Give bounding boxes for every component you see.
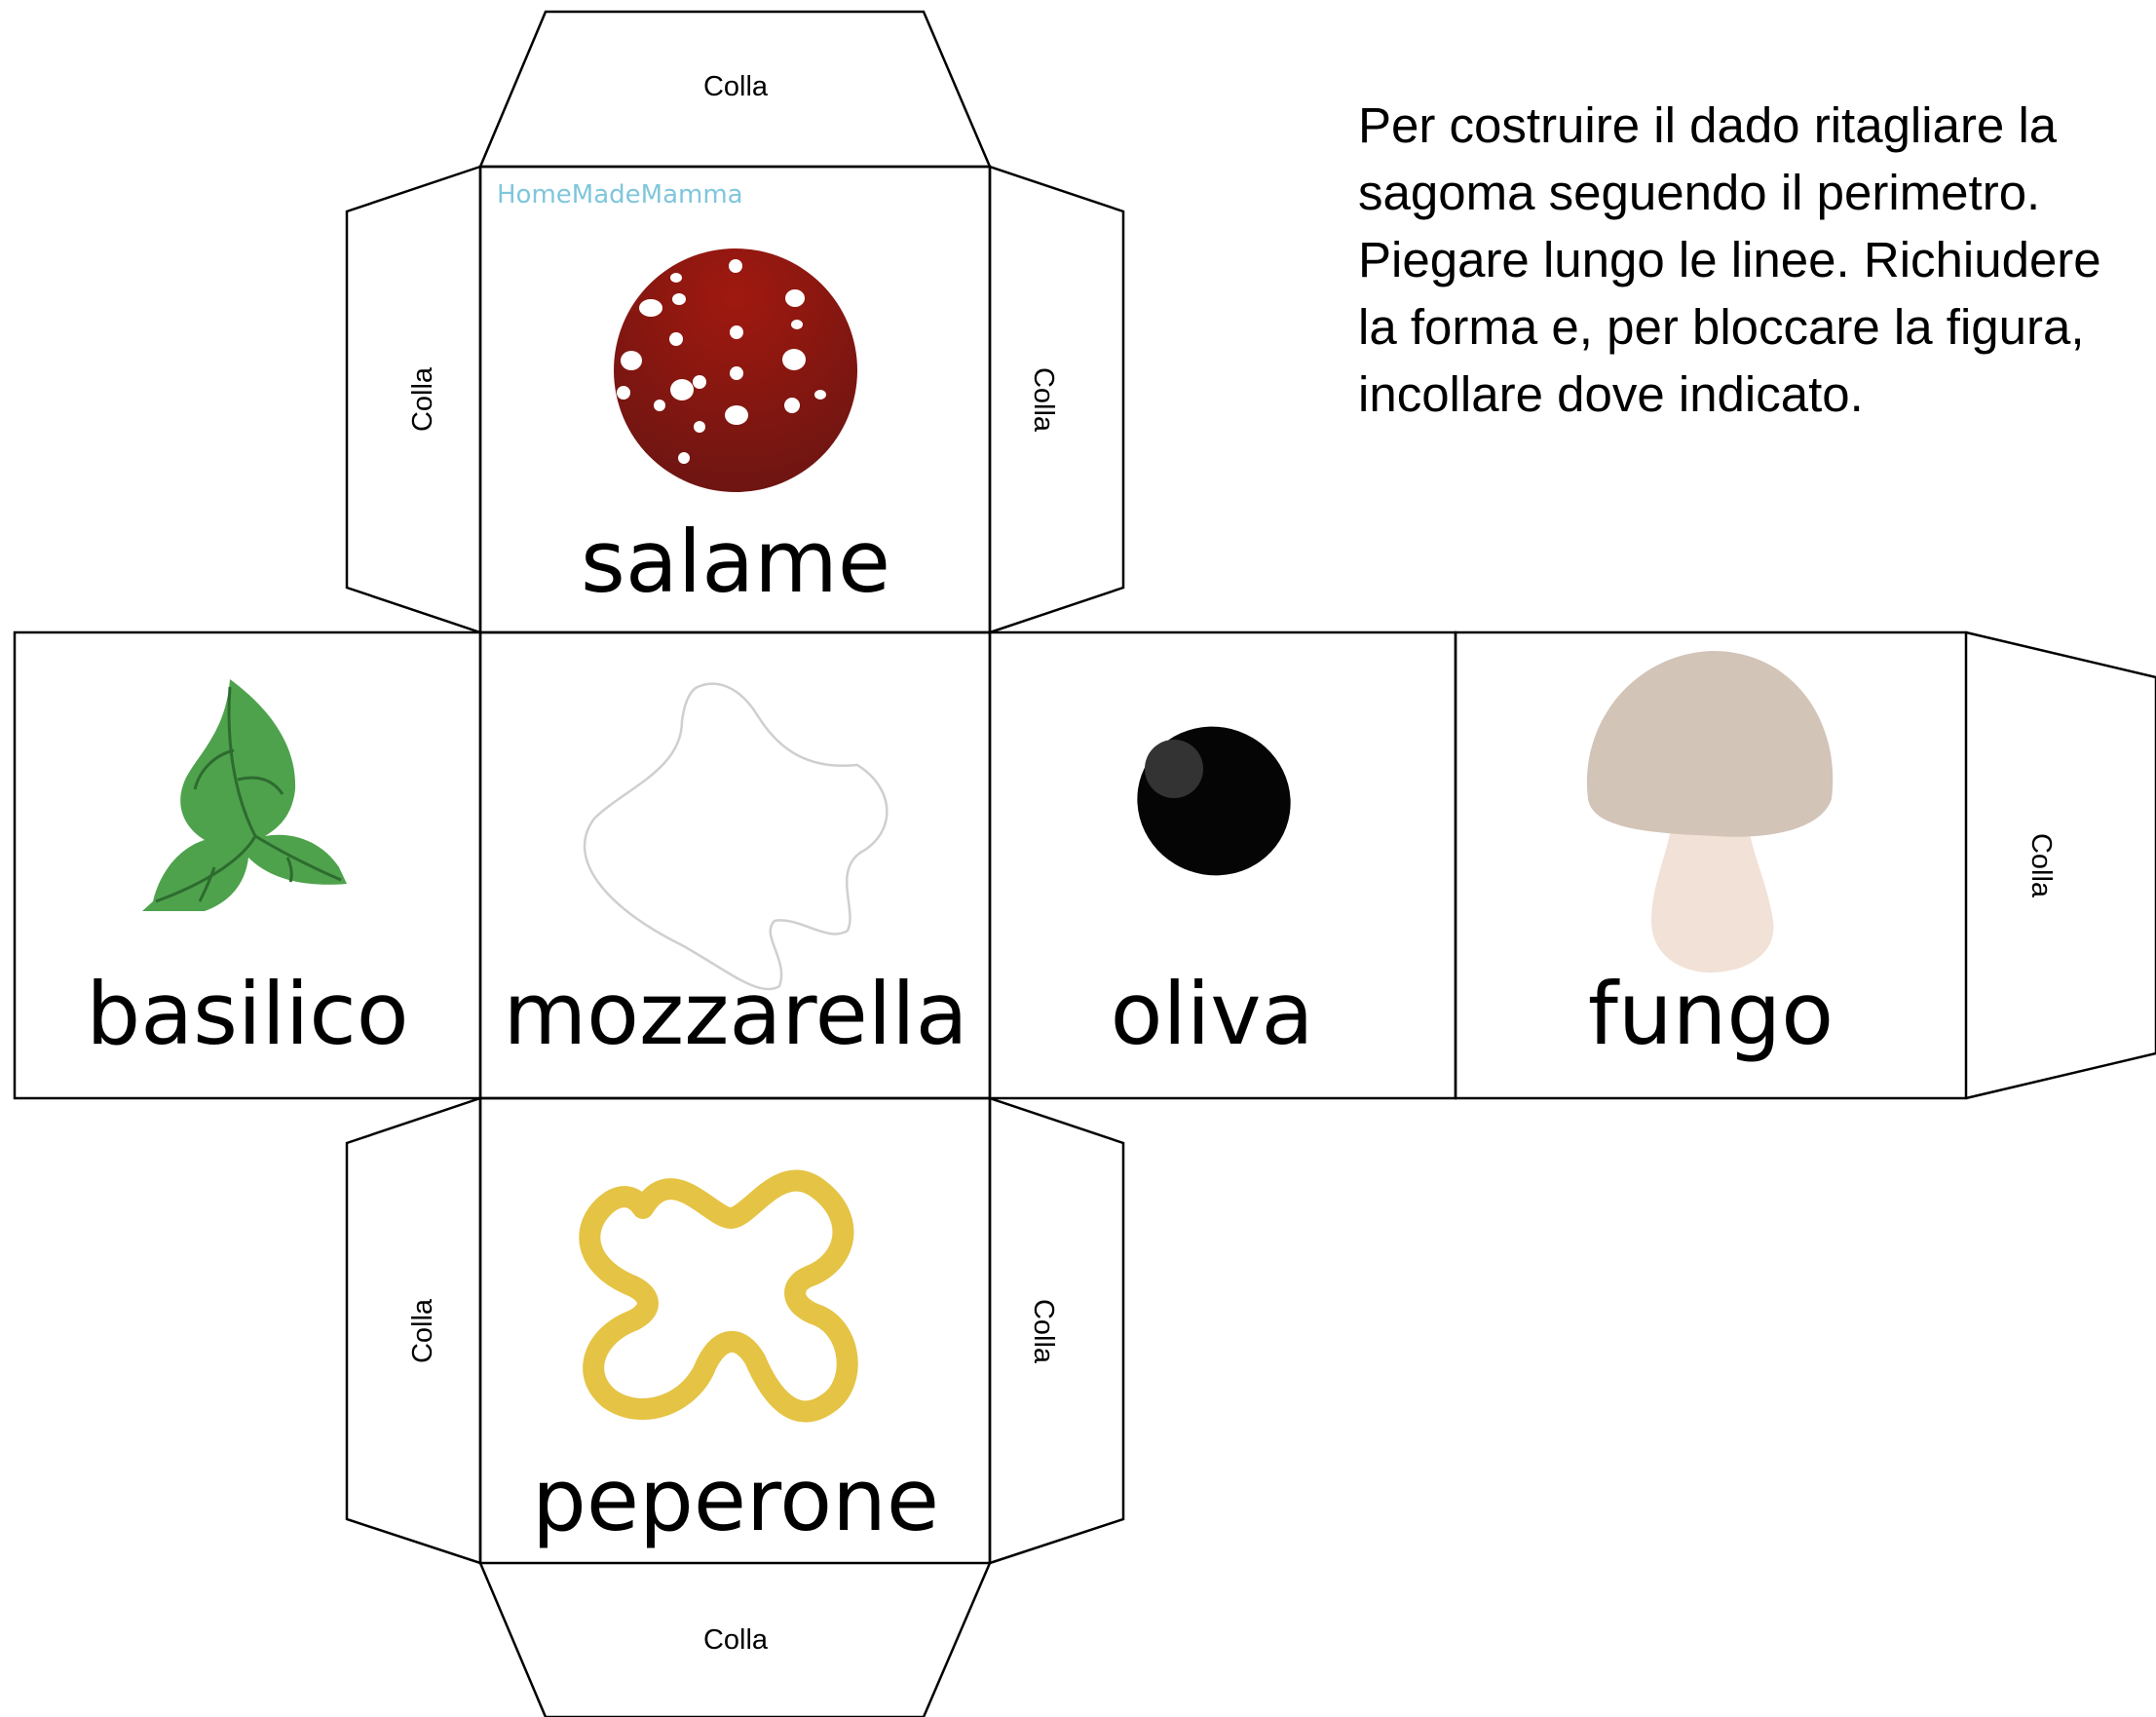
face-right-label: oliva (1111, 964, 1314, 1064)
mushroom-icon (1586, 651, 1834, 973)
flap-far-right-label: Colla (2025, 833, 2057, 898)
face-far-right-outline (1454, 630, 1968, 1100)
mozzarella-icon (583, 682, 889, 991)
face-center-label: mozzarella (503, 964, 967, 1064)
flap-bottom-right (988, 1096, 1125, 1565)
pepper-icon (579, 1169, 858, 1423)
watermark-logo: HomeMadeMamma (497, 180, 743, 210)
salame-icon (614, 248, 857, 492)
instructions-text: Per costruire il dado ritagliare la sago… (1358, 97, 2101, 422)
olive-icon (1137, 726, 1291, 876)
flap-bottom-left-label: Colla (407, 1298, 438, 1363)
flap-top-right (988, 165, 1125, 634)
flap-top-right-label: Colla (1028, 367, 1059, 433)
flap-bottom-right-label: Colla (1028, 1299, 1059, 1364)
flap-bottom (478, 1562, 992, 1717)
face-bottom-label: peperone (532, 1450, 939, 1550)
face-top-label: salame (581, 512, 890, 612)
flap-top (478, 10, 992, 169)
flap-top-label: Colla (703, 71, 769, 102)
flap-top-left-label: Colla (407, 366, 438, 432)
flap-bottom-left (345, 1096, 482, 1565)
flap-top-left (345, 165, 482, 634)
basil-leaf-icon (142, 679, 347, 911)
flap-bottom-label: Colla (703, 1624, 769, 1656)
flap-far-right (1965, 630, 2156, 1100)
face-left-label: basilico (86, 964, 408, 1064)
face-far-right-label: fungo (1588, 964, 1834, 1064)
